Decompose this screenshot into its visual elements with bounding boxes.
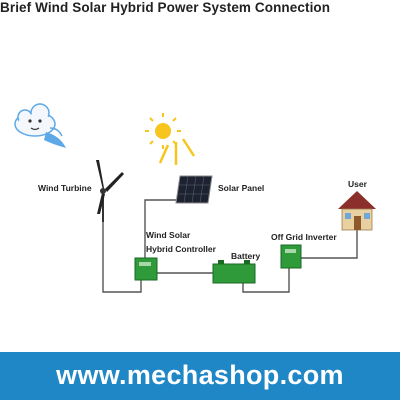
controller-label-line2: Hybrid Controller [146,244,216,254]
cloud-icon [14,103,66,148]
battery-label: Battery [231,251,261,261]
user-label: User [348,179,367,189]
wind-turbine-icon [96,160,124,222]
sun-icon [145,113,196,165]
inverter-label: Off Grid Inverter [271,232,337,242]
diagram-title: Brief Wind Solar Hybrid Power System Con… [0,0,331,15]
inverter-icon [280,244,302,269]
solar-panel-label: Solar Panel [218,183,265,193]
battery-icon [212,260,256,284]
controller-label-line1: Wind Solar [146,230,191,240]
solar-panel-icon [175,175,213,204]
wind-turbine-label: Wind Turbine [38,183,92,193]
house-icon [338,191,376,231]
website-text[interactable]: www.mechashop.com [56,360,344,390]
controller-icon [134,257,158,281]
connection-diagram [14,103,376,293]
website-banner [0,352,400,400]
